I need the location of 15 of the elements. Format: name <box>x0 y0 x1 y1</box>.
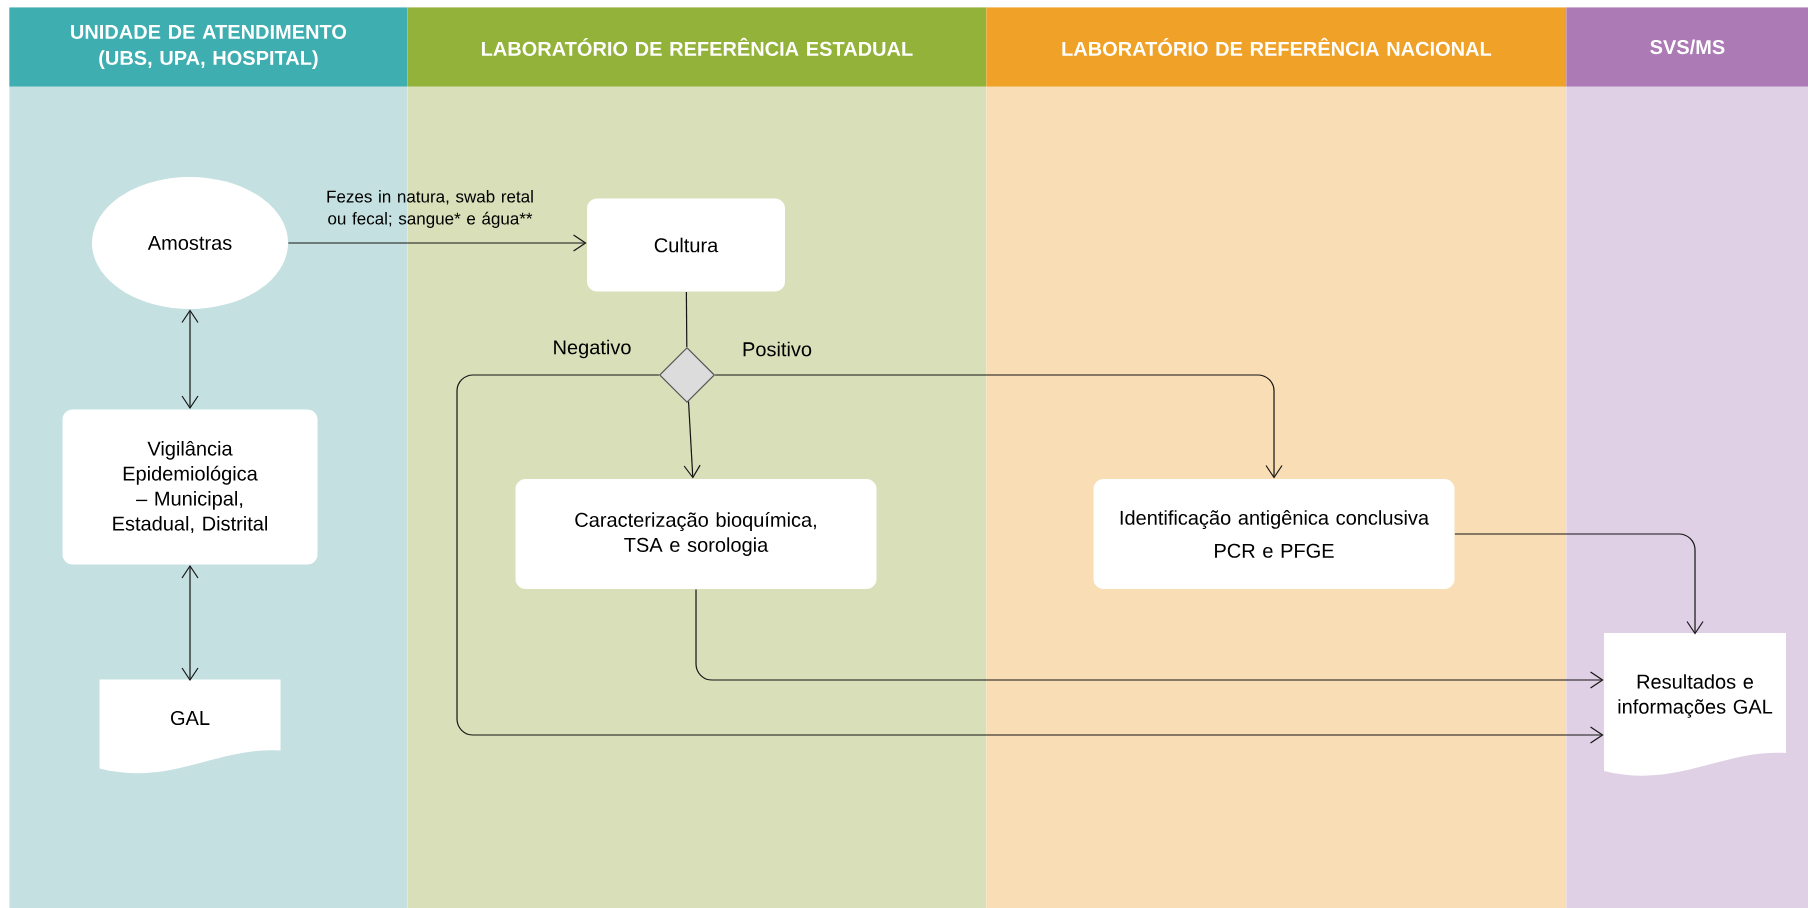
process-box: Cultura <box>587 198 785 292</box>
arrow <box>1454 533 1704 635</box>
arrow <box>695 588 1604 689</box>
arrow <box>714 374 1283 479</box>
process-box: Caracterização bioquímica, TSA e sorologia <box>515 479 877 589</box>
edge-label: Fezes in natura, swab retal ou fecal; sangue* e água** <box>327 190 533 228</box>
process-box: Vigilância Epidemiológica – Municipal, Estadual, Distrital <box>62 409 318 565</box>
process-box: Identificação antigênica conclusiva PCR e PFGE <box>1093 479 1455 589</box>
arrow <box>683 401 701 479</box>
arrow <box>456 374 1604 744</box>
edge-label: Positivo <box>743 341 812 357</box>
arrow <box>181 564 199 682</box>
edge-label: Negativo <box>554 339 631 359</box>
arrow <box>181 309 199 410</box>
arrow <box>287 234 587 252</box>
